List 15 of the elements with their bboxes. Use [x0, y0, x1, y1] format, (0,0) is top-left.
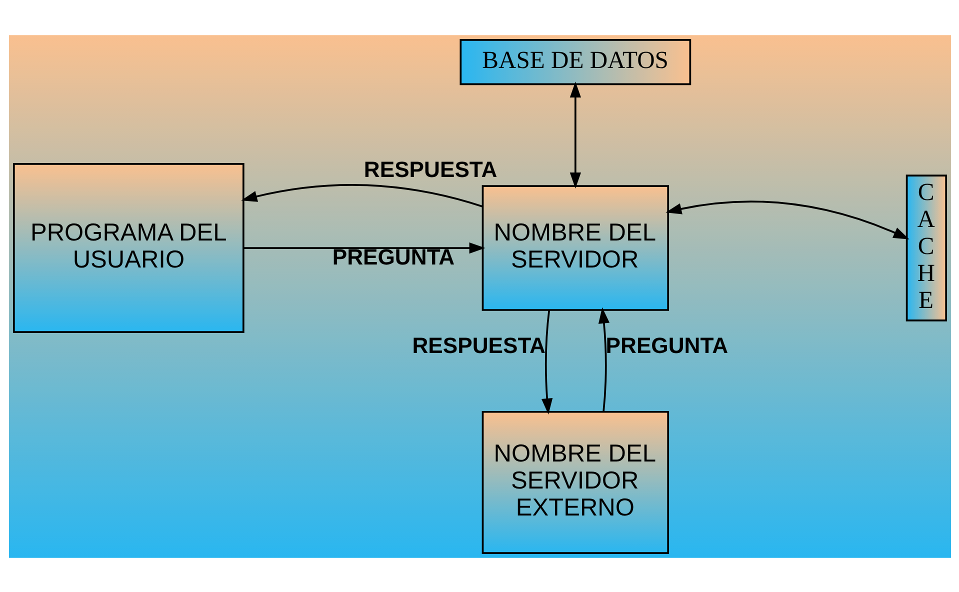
edge-label: PREGUNTA: [332, 244, 454, 269]
edge-label: PREGUNTA: [605, 332, 728, 358]
edge-label: RESPUESTA: [412, 332, 546, 358]
arrow: [541, 310, 552, 414]
arrow: [569, 81, 581, 188]
edge-label: RESPUESTA: [363, 156, 497, 182]
node-box: BASE DE DATOS: [459, 38, 691, 85]
arrow: [240, 184, 482, 207]
arrow: [243, 242, 485, 254]
node-box: CACHE: [905, 174, 946, 321]
node-box: PROGRAMA DEL USUARIO: [12, 162, 244, 333]
arrow: [598, 306, 610, 412]
node-box: NOMBRE DEL SERVIDOR EXTERNO: [481, 410, 669, 554]
node-box: NOMBRE DEL SERVIDOR: [481, 184, 669, 310]
arrow: [665, 200, 909, 239]
